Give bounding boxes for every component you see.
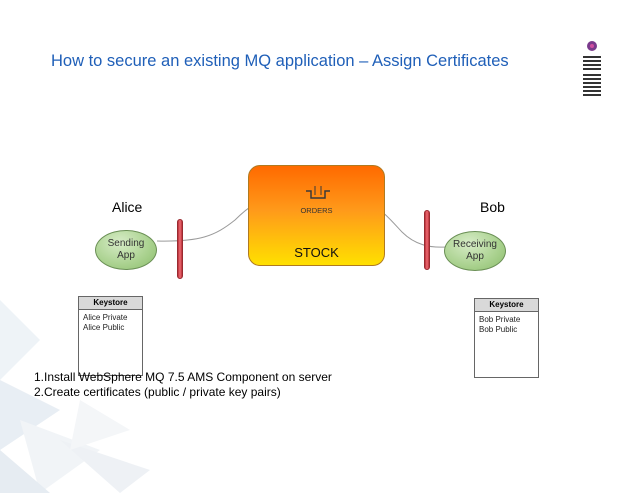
ibm-logo-icon [580, 40, 604, 100]
sending-app-label-line1: Sending [107, 238, 145, 249]
step-2: 2.Create certificates (public / private … [34, 385, 281, 399]
bob-keystore: Keystore Bob Private Bob Public [474, 298, 539, 378]
security-barrier-icon [424, 210, 430, 270]
keystore-entry: Alice Public [83, 323, 125, 332]
keystore-entry: Alice Private [83, 313, 128, 322]
step-1: 1.Install WebSphere MQ 7.5 AMS Component… [34, 370, 332, 384]
queue-manager-stock[interactable] [248, 165, 385, 266]
keystore-entry: Bob Private [479, 315, 521, 324]
keystore-header: Keystore [79, 297, 142, 310]
bob-label: Bob [480, 199, 505, 215]
keystore-entry: Bob Public [479, 325, 518, 334]
alice-keystore: Keystore Alice Private Alice Public [78, 296, 143, 376]
queue-orders-label: ORDERS [300, 206, 333, 215]
keystore-header: Keystore [475, 299, 538, 312]
queue-manager-name: STOCK [294, 245, 339, 260]
queue-icon [306, 186, 330, 199]
background-decoration [0, 300, 150, 493]
receiving-app[interactable]: Receiving App [444, 231, 506, 271]
sending-app-label-line2: App [117, 250, 135, 261]
receiving-app-label-line1: Receiving [453, 239, 497, 250]
slide-title: How to secure an existing MQ application… [51, 52, 509, 70]
alice-label: Alice [112, 199, 143, 215]
receiving-app-label-line2: App [466, 251, 484, 262]
security-barrier-icon [177, 219, 183, 279]
sending-app[interactable]: Sending App [95, 230, 157, 270]
